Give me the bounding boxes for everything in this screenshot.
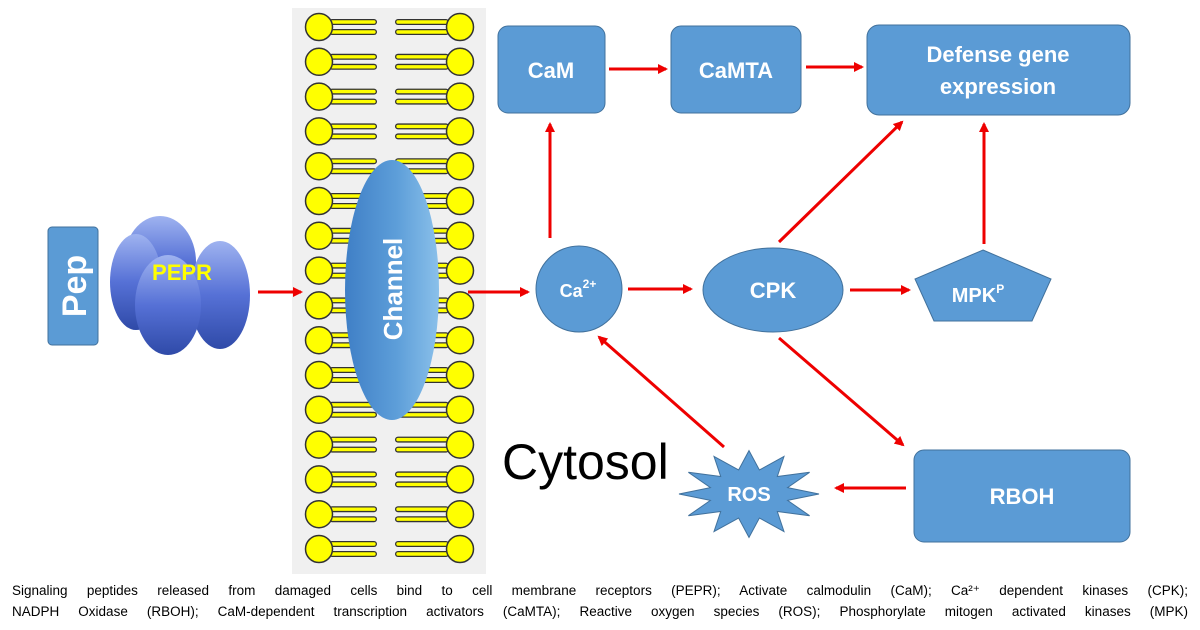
- lipid-head: [445, 291, 475, 320]
- pepr-label: PEPR: [152, 260, 212, 285]
- camta-label: CaMTA: [699, 58, 773, 83]
- rboh-label: RBOH: [990, 484, 1055, 509]
- arrow-ros-to-calcium: [597, 335, 725, 449]
- ros-label: ROS: [727, 484, 770, 506]
- channel-node: Channel: [345, 160, 439, 420]
- signaling-pathway-diagram: Pep PEPR Channel CaM CaMTA Defense gene …: [47, 8, 1131, 574]
- rboh-node: RBOH: [913, 449, 1131, 543]
- lipid-head: [304, 499, 334, 529]
- lipid-head: [445, 325, 475, 355]
- cytosol-label: Cytosol: [502, 434, 669, 490]
- calcium-label: Ca: [560, 281, 584, 301]
- cam-node: CaM: [497, 25, 606, 114]
- lipid-head: [445, 360, 475, 390]
- channel-label: Channel: [378, 238, 408, 341]
- pep-node: Pep: [47, 226, 99, 346]
- svg-text:Ca2+: Ca2+: [560, 277, 597, 301]
- figure-caption: Signaling peptides released from damaged…: [12, 580, 1188, 622]
- lipid-head: [304, 186, 334, 216]
- lipid-head: [304, 395, 334, 425]
- camta-node: CaMTA: [670, 25, 802, 114]
- lipid-head: [445, 499, 475, 529]
- lipid-head: [445, 47, 475, 77]
- pep-label: Pep: [56, 255, 94, 317]
- lipid-head: [304, 117, 334, 146]
- caption-line-2: NADPH Oxidase (RBOH); CaM-dependent tran…: [12, 604, 1188, 619]
- lipid-head: [304, 12, 334, 42]
- calcium-superscript: 2+: [583, 277, 597, 291]
- lipid-head: [445, 430, 475, 459]
- lipid-head: [304, 82, 334, 111]
- lipid-head: [445, 82, 475, 111]
- mpk-superscript: P: [996, 282, 1004, 296]
- defense-gene-node: Defense gene expression: [866, 24, 1131, 116]
- lipid-head: [445, 12, 475, 42]
- lipid-head: [304, 291, 334, 320]
- lipid-head: [445, 256, 475, 285]
- lipid-head: [445, 186, 475, 216]
- cam-label: CaM: [528, 58, 574, 83]
- mpk-label: MPK: [952, 285, 997, 307]
- caption-line-1: Signaling peptides released from damaged…: [12, 583, 1188, 598]
- lipid-head: [445, 534, 475, 564]
- svg-text:MPKP: MPKP: [952, 282, 1004, 307]
- lipid-head: [304, 325, 334, 355]
- arrow-cpk-to-defense: [777, 120, 904, 244]
- lipid-head: [304, 360, 334, 390]
- lipid-head: [445, 395, 475, 425]
- lipid-head: [445, 151, 475, 181]
- mpk-node: MPKP: [914, 249, 1052, 322]
- pepr-receptor: PEPR: [110, 216, 250, 355]
- lipid-head: [445, 465, 475, 494]
- arrow-cpk-to-rboh: [778, 336, 905, 447]
- lipid-head: [445, 117, 475, 146]
- lipid-head: [304, 221, 334, 251]
- lipid-head: [304, 47, 334, 77]
- ros-node: ROS: [678, 449, 820, 539]
- lipid-head: [304, 151, 334, 181]
- cpk-label: CPK: [750, 278, 797, 303]
- defense-label-line2: expression: [940, 74, 1056, 99]
- calcium-node: Ca2+: [535, 245, 623, 333]
- arrows: [258, 62, 989, 493]
- cpk-node: CPK: [702, 247, 844, 333]
- lipid-head: [304, 465, 334, 494]
- lipid-head: [445, 221, 475, 251]
- lipid-head: [304, 534, 334, 564]
- lipid-head: [304, 430, 334, 459]
- lipid-head: [304, 256, 334, 285]
- defense-label-line1: Defense gene: [926, 42, 1069, 67]
